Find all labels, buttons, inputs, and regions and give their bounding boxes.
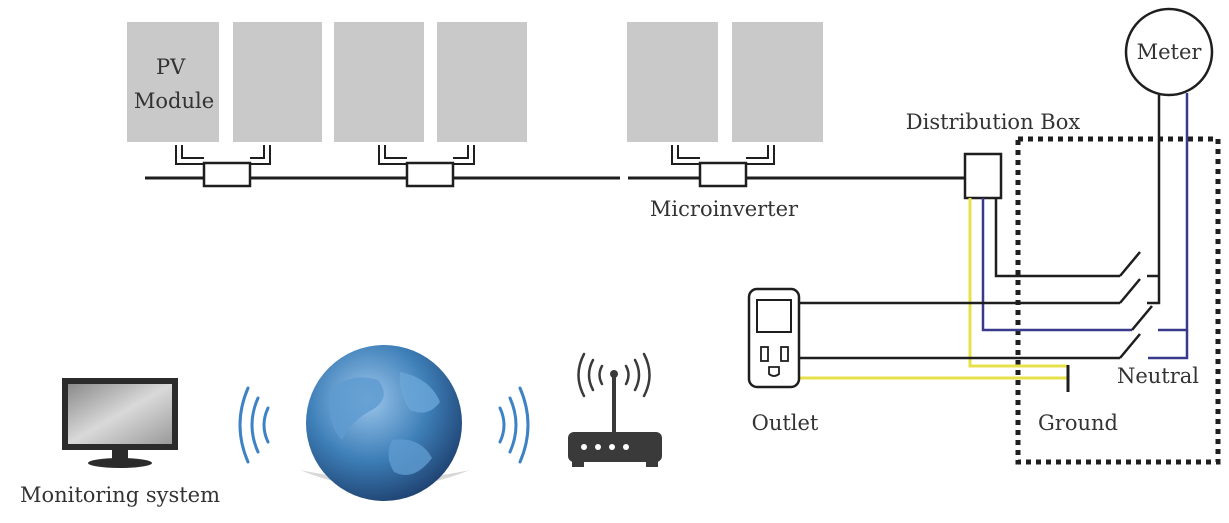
- pv-panel-icon: [732, 22, 823, 142]
- pv-panel-icon: [334, 22, 424, 142]
- monitor-icon: [62, 378, 178, 468]
- globe-icon: [300, 345, 470, 501]
- switch-icon: [1119, 251, 1153, 359]
- pv-panel-icon: [437, 22, 527, 142]
- meter-wires: [1147, 93, 1189, 360]
- distribution-wires: [968, 198, 1132, 368]
- outlet-icon: [747, 287, 801, 389]
- microinverter-icon: [378, 145, 475, 188]
- microinverter-label: Microinverter: [650, 197, 799, 221]
- pv-module-label: PV Module: [134, 55, 214, 113]
- pv-panel-icon: [127, 22, 219, 142]
- wifi-signal-icon: [577, 352, 651, 398]
- microinverter-icon: [175, 145, 271, 188]
- service-panel-boundary: [1015, 136, 1221, 465]
- wifi-signal-icon: [238, 386, 270, 464]
- outlet-wires: [800, 301, 1120, 380]
- monitoring-system-label: Monitoring system: [20, 483, 220, 507]
- microinverter-icon: [671, 145, 775, 188]
- wifi-signal-icon: [498, 386, 530, 464]
- router-icon: [568, 370, 662, 467]
- pv-panel-icon: [233, 22, 322, 142]
- outlet-label: Outlet: [752, 411, 819, 435]
- pv-panel-icon: [627, 22, 718, 142]
- neutral-label: Neutral: [1117, 364, 1199, 388]
- ground-label: Ground: [1038, 411, 1118, 435]
- distribution-box-icon: [963, 152, 1003, 200]
- meter-label: Meter: [1137, 40, 1203, 64]
- pv-array: [127, 22, 823, 142]
- distribution-box-label: Distribution Box: [906, 110, 1081, 134]
- meter-icon: [1124, 7, 1214, 97]
